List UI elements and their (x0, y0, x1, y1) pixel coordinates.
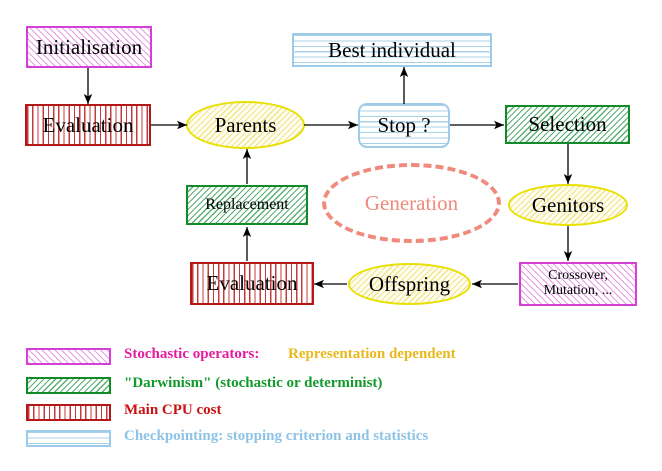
node-stop[interactable]: Stop ? (358, 103, 450, 148)
node-initialisation[interactable]: Initialisation (26, 26, 152, 68)
node-parents[interactable]: Parents (186, 101, 305, 149)
node-genitors-label: Genitors (531, 192, 605, 217)
legend-label-darwinism: "Darwinism" (stochastic or determinist) (124, 375, 383, 391)
node-offspring-label: Offspring (368, 271, 451, 296)
node-crossover-mutation[interactable]: Crossover, Mutation, ... (519, 262, 637, 306)
node-generation: Generation (322, 163, 501, 243)
node-crossover-line2: Mutation, ... (543, 283, 613, 298)
node-replacement-label: Replacement (205, 195, 289, 213)
node-evaluation-bottom[interactable]: Evaluation (190, 262, 314, 305)
legend-label-checkpointing: Checkpointing: stopping criterion and st… (124, 428, 429, 444)
node-evaluation-top-label: Evaluation (42, 112, 134, 137)
node-crossover-line1: Crossover, (548, 268, 608, 284)
legend-swatch-checkpointing (26, 430, 111, 447)
node-genitors[interactable]: Genitors (508, 184, 628, 226)
node-selection-label: Selection (528, 112, 607, 137)
node-evaluation-top[interactable]: Evaluation (25, 104, 151, 146)
legend-label-representation: Representation dependent (288, 346, 456, 362)
node-offspring[interactable]: Offspring (348, 263, 471, 305)
node-best-individual-label: Best individual (328, 37, 456, 62)
node-parents-label: Parents (214, 112, 277, 137)
node-replacement[interactable]: Replacement (186, 185, 308, 225)
node-evaluation-bottom-label: Evaluation (206, 271, 298, 296)
legend-label-stochastic: Stochastic operators: (124, 346, 260, 362)
node-initialisation-label: Initialisation (35, 34, 143, 59)
node-selection[interactable]: Selection (505, 105, 630, 144)
legend-swatch-stochastic (26, 348, 111, 365)
node-best-individual[interactable]: Best individual (292, 33, 492, 67)
legend-swatch-darwinism (26, 377, 111, 394)
legend-label-cpu: Main CPU cost (124, 402, 222, 418)
node-generation-label: Generation (364, 190, 459, 215)
node-stop-label: Stop ? (377, 113, 431, 138)
legend-swatch-cpu (26, 404, 111, 421)
